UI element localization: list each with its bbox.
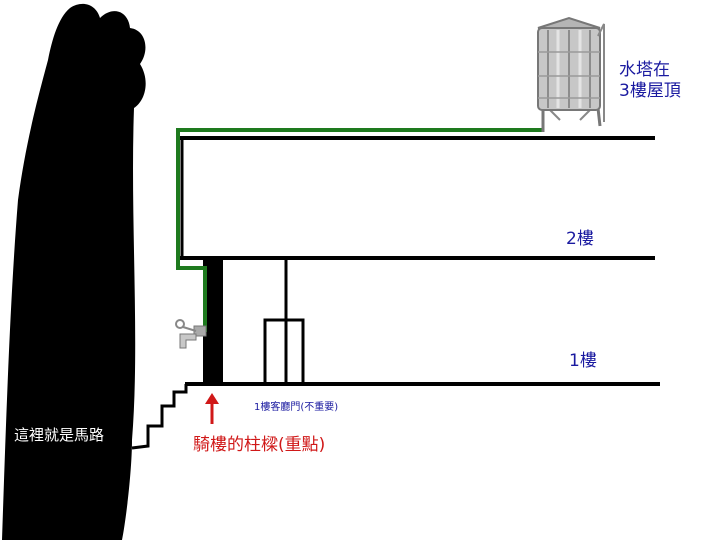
floor-1-label: 1樓: [569, 351, 597, 371]
water-tower-label-line1: 水塔在: [619, 60, 670, 80]
stairs: [131, 384, 188, 450]
arcade-pillar-label: 騎樓的柱樑(重點): [193, 435, 326, 455]
floor-2-label: 2樓: [566, 229, 594, 249]
water-tower-icon: [537, 16, 605, 132]
living-room-door-label: 1樓客廳門(不重要): [254, 402, 339, 413]
water-tower-label: 水塔在 3樓屋頂: [619, 60, 681, 102]
arcade-pillar: [203, 258, 223, 386]
faucet-icon: [175, 319, 207, 349]
road-label: 這裡就是馬路: [14, 426, 105, 444]
water-tower-label-line2: 3樓屋頂: [619, 81, 681, 101]
up-arrow-icon: [205, 393, 219, 424]
water-pipe: [176, 128, 543, 332]
living-room-door: [263, 258, 305, 384]
road-area: [2, 3, 146, 540]
